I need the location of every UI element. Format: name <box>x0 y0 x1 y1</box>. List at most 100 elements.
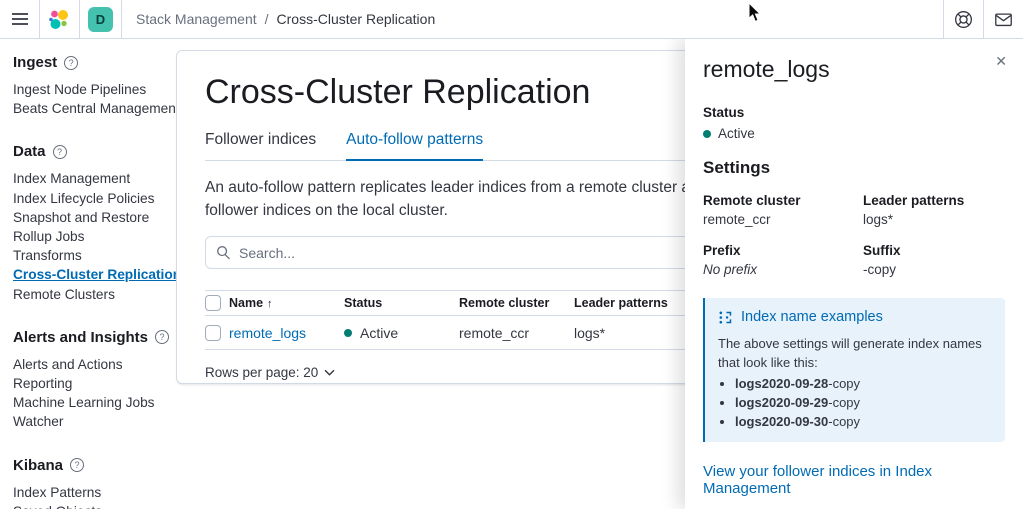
example-suffix: -copy <box>828 395 861 410</box>
sidebar-section-title: Ingest ? <box>13 54 170 71</box>
column-label: Name <box>229 296 264 310</box>
callout-title: Index name examples <box>741 309 883 325</box>
top-navbar: D Stack Management / Cross-Cluster Repli… <box>0 0 1023 39</box>
sidebar-item-alerts-and-actions[interactable]: Alerts and Actions <box>13 356 123 372</box>
example-bold: logs2020-09-29 <box>735 395 829 410</box>
rows-per-page-button[interactable]: Rows per page: 20 <box>205 365 978 380</box>
management-sidebar: Ingest ? Ingest Node Pipelines Beats Cen… <box>0 39 182 509</box>
newsfeed-button[interactable] <box>984 0 1023 38</box>
remote-cluster-cell: remote_ccr <box>459 324 530 341</box>
rows-per-page-label: Rows per page: 20 <box>205 365 319 380</box>
sidebar-item-index-management[interactable]: Index Management <box>13 171 131 187</box>
status-value-text: Active <box>718 126 755 141</box>
example-item: logs2020-09-30-copy <box>735 412 993 431</box>
description-line1: An auto-follow pattern replicates leader… <box>205 179 757 196</box>
sidebar-item-cross-cluster-replication[interactable]: Cross-Cluster Replication <box>13 267 182 283</box>
table-header-row: Name↑ Status Remote cluster Leader patte… <box>205 290 978 316</box>
select-all-checkbox[interactable] <box>205 295 221 311</box>
chevron-down-icon <box>324 369 335 376</box>
question-circle-icon: ? <box>155 330 170 345</box>
sidebar-item-ingest-node-pipelines[interactable]: Ingest Node Pipelines <box>13 82 147 97</box>
field-label: Remote cluster <box>703 193 801 208</box>
close-icon: ✕ <box>995 53 1007 69</box>
space-badge: D <box>88 6 113 32</box>
column-header-remote-cluster[interactable]: Remote cluster <box>459 296 550 310</box>
example-list: logs2020-09-28-copy logs2020-09-29-copy … <box>718 374 993 431</box>
sidebar-item-index-patterns[interactable]: Index Patterns <box>13 484 102 500</box>
field-prefix: Prefix No prefix <box>703 243 863 277</box>
field-value: remote_ccr <box>703 212 771 227</box>
tabs-bar: Follower indices Auto-follow patterns <box>205 131 978 161</box>
field-value: logs* <box>863 212 894 227</box>
sidebar-section-title: Data ? <box>13 143 170 160</box>
close-flyout-button[interactable]: ✕ <box>995 54 1007 68</box>
status-value: Active <box>703 126 1005 141</box>
tab-follower-indices[interactable]: Follower indices <box>205 131 317 148</box>
breadcrumb-stack-management[interactable]: Stack Management <box>136 11 257 27</box>
section-title-label: Alerts and Insights <box>13 328 149 346</box>
auto-follow-patterns-table: Name↑ Status Remote cluster Leader patte… <box>205 290 978 350</box>
status-text: Active <box>360 324 399 341</box>
sidebar-item-rollup-jobs[interactable]: Rollup Jobs <box>13 229 85 245</box>
row-checkbox[interactable] <box>205 324 221 341</box>
page-title: Cross-Cluster Replication <box>205 73 591 111</box>
nav-divider <box>79 0 80 38</box>
pattern-name-link[interactable]: remote_logs <box>229 324 307 341</box>
column-header-name[interactable]: Name↑ <box>229 296 344 310</box>
status-cell: Active <box>344 325 459 341</box>
question-circle-icon: ? <box>64 55 79 70</box>
sidebar-item-transforms[interactable]: Transforms <box>13 248 82 264</box>
callout-body: The above settings will generate index n… <box>718 336 982 370</box>
field-value: No prefix <box>703 262 758 277</box>
nav-divider <box>943 0 944 38</box>
table-row: remote_logs Active remote_ccr logs* <box>205 316 978 350</box>
nav-divider <box>983 0 984 38</box>
elastic-logo-icon <box>49 9 68 29</box>
sidebar-item-reporting[interactable]: Reporting <box>13 376 73 392</box>
sidebar-item-snapshot-and-restore[interactable]: Snapshot and Restore <box>13 209 150 225</box>
sidebar-item-watcher[interactable]: Watcher <box>13 414 64 430</box>
sidebar-section-title: Kibana ? <box>13 457 170 474</box>
hamburger-icon <box>11 13 28 25</box>
column-header-status[interactable]: Status <box>344 296 383 310</box>
space-switcher-button[interactable]: D <box>80 0 121 38</box>
view-follower-indices-link[interactable]: View your follower indices in Index Mana… <box>703 463 933 497</box>
example-bold: logs2020-09-28 <box>735 376 829 391</box>
settings-fields: Remote cluster remote_ccr Leader pattern… <box>703 193 1005 277</box>
help-lifering-icon <box>955 10 972 28</box>
sidebar-item-index-lifecycle-policies[interactable]: Index Lifecycle Policies <box>13 190 155 206</box>
menu-button[interactable] <box>0 0 39 38</box>
sidebar-section-data: Data ? Index Management Index Lifecycle … <box>13 143 182 303</box>
sidebar-section-kibana: Kibana ? Index Patterns Saved Objects <box>13 457 170 509</box>
field-value: -copy <box>863 262 897 277</box>
elastic-home-button[interactable] <box>40 0 79 38</box>
breadcrumb-current-page: Cross-Cluster Replication <box>276 11 436 27</box>
column-header-leader-patterns[interactable]: Leader patterns <box>574 296 668 310</box>
status-active-dot-icon <box>344 328 352 337</box>
example-suffix: -copy <box>828 376 861 391</box>
sidebar-section-alerts-and-insights: Alerts and Insights ? Alerts and Actions… <box>13 329 170 432</box>
example-item: logs2020-09-29-copy <box>735 393 993 412</box>
nav-divider <box>39 0 40 38</box>
help-button[interactable] <box>944 0 983 38</box>
sidebar-item-machine-learning-jobs[interactable]: Machine Learning Jobs <box>13 395 155 411</box>
field-suffix: Suffix -copy <box>863 243 1005 277</box>
field-label: Suffix <box>863 243 901 258</box>
field-label: Leader patterns <box>863 193 965 208</box>
index-mapping-icon <box>719 311 732 323</box>
callout-header: Index name examples <box>718 309 993 325</box>
sidebar-item-saved-objects[interactable]: Saved Objects <box>13 502 170 509</box>
question-circle-icon: ? <box>52 144 67 159</box>
tab-auto-follow-patterns[interactable]: Auto-follow patterns <box>346 131 484 161</box>
flyout-title: remote_logs <box>703 56 830 82</box>
example-bold: logs2020-09-30 <box>735 414 829 429</box>
status-label: Status <box>703 105 745 120</box>
breadcrumb: Stack Management / Cross-Cluster Replica… <box>136 11 435 27</box>
nav-divider <box>121 0 122 38</box>
question-circle-icon: ? <box>70 458 85 473</box>
sidebar-item-remote-clusters[interactable]: Remote Clusters <box>13 286 115 302</box>
sidebar-section-ingest: Ingest ? Ingest Node Pipelines Beats Cen… <box>13 54 180 118</box>
status-active-dot-icon <box>703 129 711 138</box>
sidebar-item-beats-central-management[interactable]: Beats Central Management <box>13 101 180 117</box>
index-name-examples-callout: Index name examples The above settings w… <box>703 298 1005 442</box>
